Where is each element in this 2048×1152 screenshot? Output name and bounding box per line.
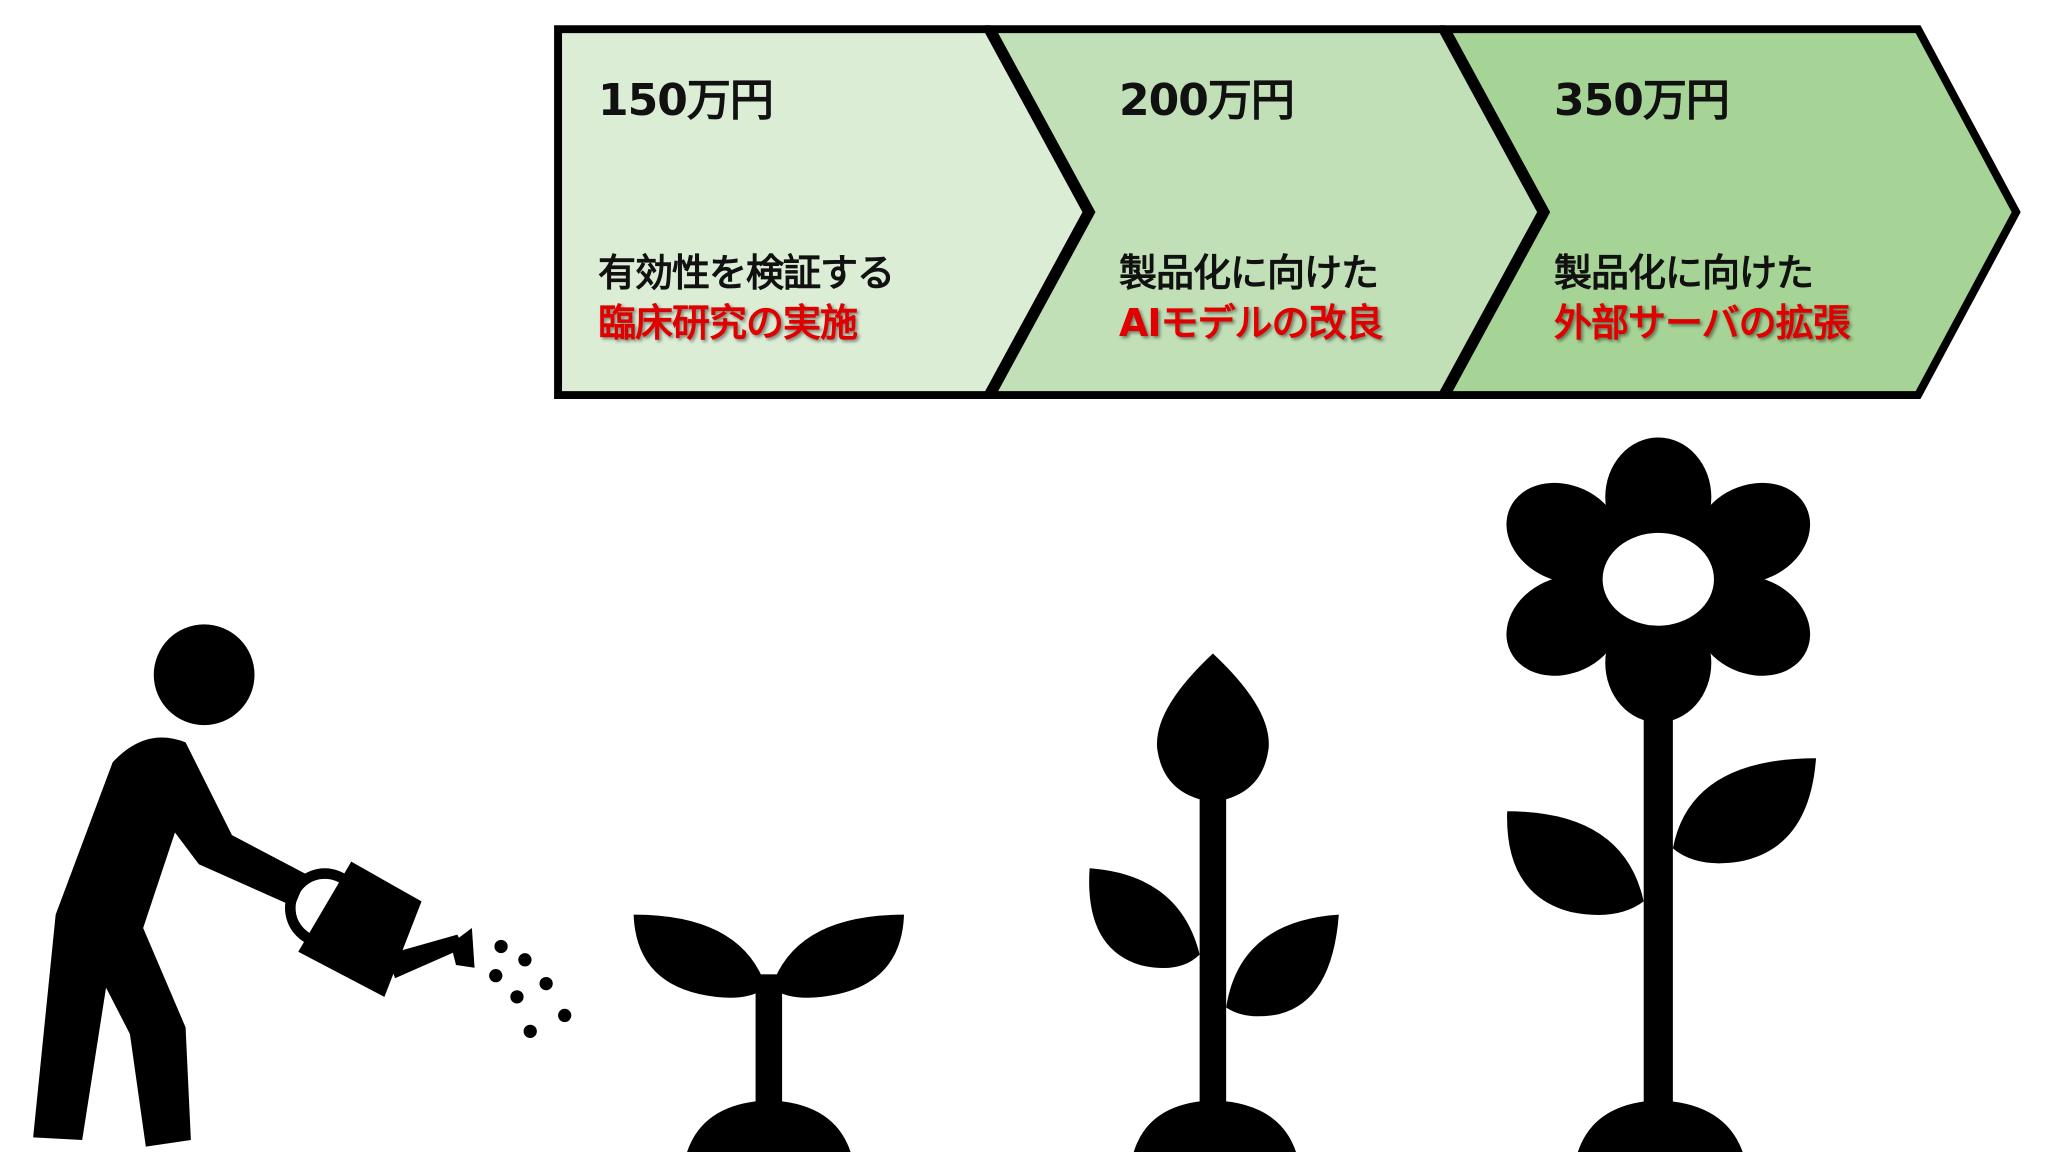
watering-can-icon	[284, 861, 475, 997]
stage-3-description: 製品化に向けた 外部サーバの拡張	[1554, 248, 1851, 348]
stage-2-line1: 製品化に向けた	[1119, 251, 1379, 295]
stage-1-amount: 150万円	[598, 75, 774, 126]
stage-1-description: 有効性を検証する 臨床研究の実施	[598, 248, 895, 348]
stage-2-highlight: AIモデルの改良	[1119, 301, 1384, 345]
stage-3-arrow	[1439, 25, 2021, 400]
stage-1-line1: 有効性を検証する	[598, 251, 895, 295]
stage-3-highlight: 外部サーバの拡張	[1554, 301, 1851, 345]
stage-1-highlight: 臨床研究の実施	[598, 301, 858, 345]
stage-2-description: 製品化に向けた AIモデルの改良	[1119, 248, 1384, 348]
young-plant-icon	[1089, 653, 1339, 1152]
stage-3-line1: 製品化に向けた	[1554, 251, 1814, 295]
flower-icon	[1506, 437, 1817, 1152]
gardener-icon	[33, 624, 308, 1147]
sprout-icon	[633, 914, 905, 1152]
water-drops-icon	[489, 939, 572, 1038]
stage-2-amount: 200万円	[1119, 75, 1295, 126]
stage-3-amount: 350万円	[1554, 75, 1730, 126]
